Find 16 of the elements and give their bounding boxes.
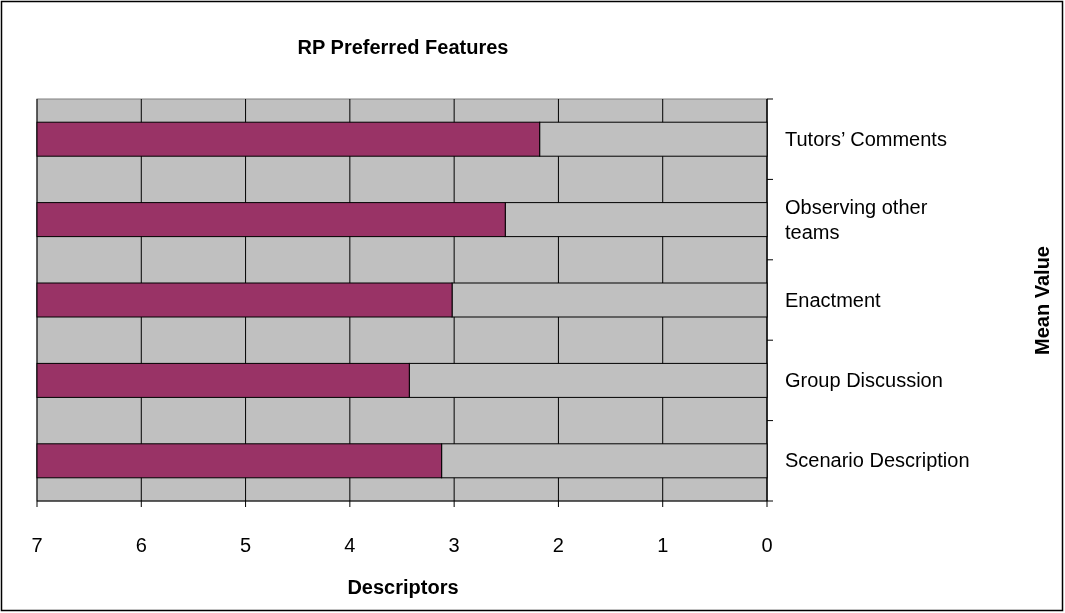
category-label: Group Discussion (785, 367, 944, 393)
axis-title: Descriptors (346, 575, 460, 600)
tick-label: 7 (30, 533, 44, 558)
tick-label: 1 (656, 533, 670, 558)
axis-title: Mean Value (1029, 245, 1054, 355)
tick-label: 5 (239, 533, 253, 558)
category-label: Observing other teams (785, 194, 929, 245)
tick-label: 2 (551, 533, 565, 558)
chart-title: RP Preferred Features (296, 35, 510, 60)
tick-label: 3 (447, 533, 461, 558)
category-label: Scenario Description (785, 448, 971, 474)
tick-label: 4 (343, 533, 357, 558)
category-label: Enactment (785, 287, 882, 313)
category-label: Tutors’ Comments (785, 126, 948, 152)
tick-label: 0 (760, 533, 774, 558)
tick-label: 6 (134, 533, 148, 558)
